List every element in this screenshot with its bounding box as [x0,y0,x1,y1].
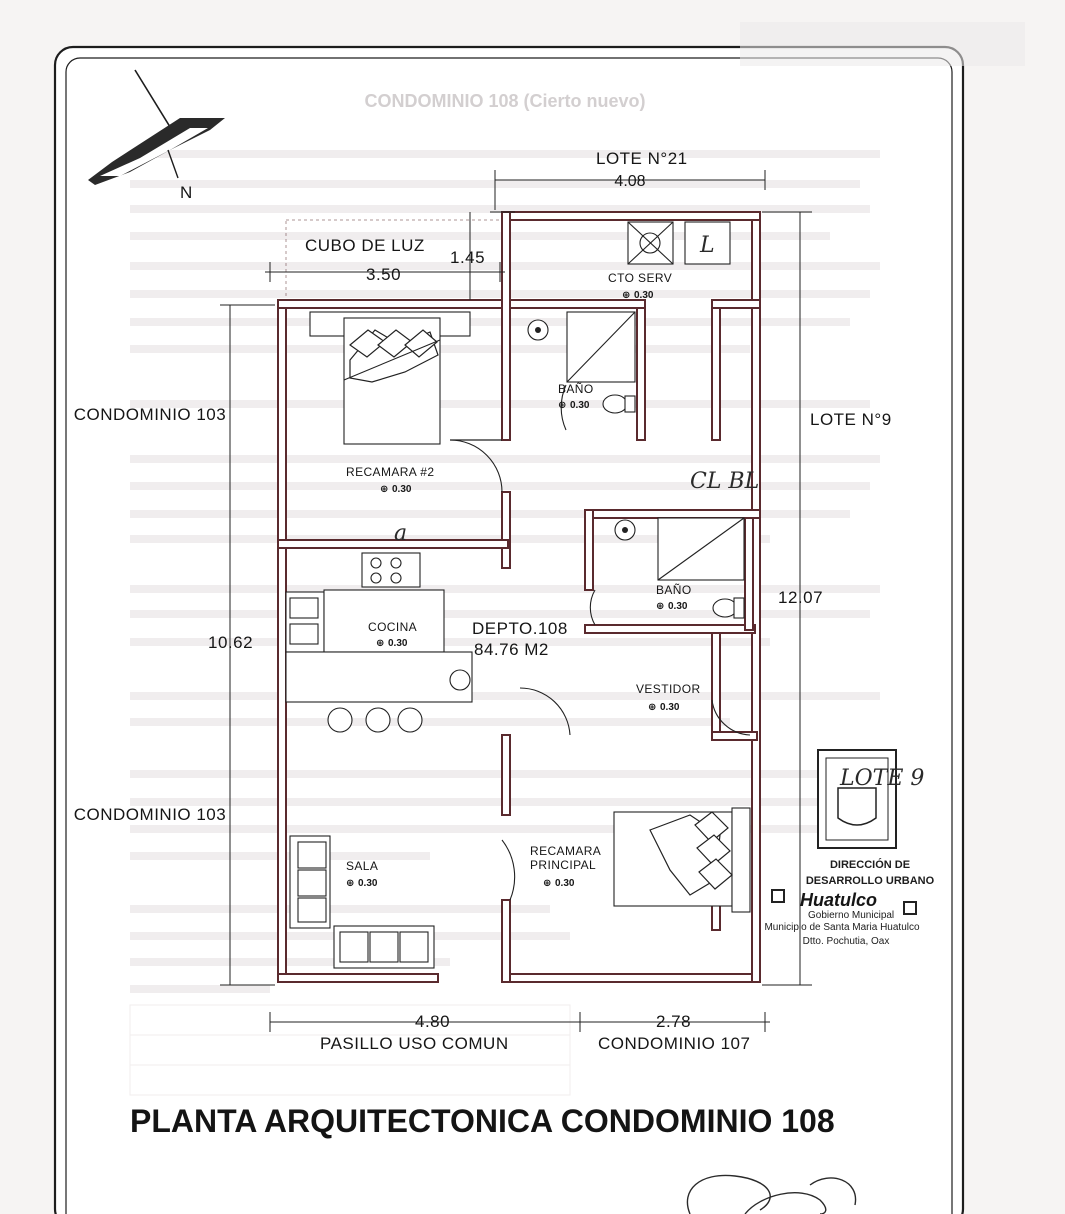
svg-text:0.30: 0.30 [668,601,688,612]
svg-text:⊕: ⊕ [543,878,551,889]
bath-2-fixtures [589,517,745,626]
bedroom-2-door-swing [449,439,503,493]
signature [686,1174,857,1214]
svg-text:Huatulco: Huatulco [800,890,877,910]
svg-text:⊕: ⊕ [376,638,384,649]
dimension-lines [220,170,812,1032]
room-bano-2: BAÑO ⊕ 0.30 [656,583,692,612]
svg-text:Municipio de Santa Maria Huatu: Municipio de Santa Maria Huatulco [764,922,920,933]
condominio-103-upper: CONDOMINIO 103 [74,405,226,424]
faded-heading: CONDOMINIO 108 (Cierto nuevo) [364,91,645,111]
svg-text:COCINA: COCINA [368,620,417,634]
living-furniture [289,835,435,969]
svg-text:Dtto. Pochutia, Oax: Dtto. Pochutia, Oax [803,936,890,947]
master-door-swing [501,839,516,901]
bedroom-2-bed [309,311,471,445]
unit-name: DEPTO.108 [472,619,568,638]
dim-top: 4.08 [614,173,645,190]
room-recamara-principal: RECAMARA PRINCIPAL ⊕ 0.30 [530,844,601,889]
svg-text:CONDOMINIO 103: CONDOMINIO 103 [74,805,226,824]
dim-bottom-left: 4.80 [415,1012,450,1031]
north-label: N [180,183,192,202]
condominio-103-lower: CONDOMINIO 103 [74,805,226,824]
lote-21-label: LOTE N°21 [596,149,688,168]
lavadero-mark: L [699,233,715,258]
svg-text:0.30: 0.30 [660,702,680,713]
dim-light-well-depth: 1.45 [450,248,485,267]
handwritten-closet: CL BL [690,469,759,494]
pasillo-label: PASILLO USO COMUN [320,1034,509,1053]
svg-text:SALA: SALA [346,859,378,873]
svg-text:0.30: 0.30 [570,400,590,411]
cubo-de-luz-label: CUBO DE LUZ [305,236,425,255]
svg-text:⊕: ⊕ [346,878,354,889]
dim-light-well-width: 3.50 [366,265,401,284]
room-vestidor: VESTIDOR ⊕ 0.30 [636,682,701,713]
room-bano-1: BAÑO ⊕ 0.30 [558,382,594,411]
svg-text:BAÑO: BAÑO [656,583,692,597]
dim-left-height: 10.62 [208,633,253,652]
north-arrow: N [88,69,225,202]
drawing-title: PLANTA ARQUITECTONICA CONDOMINIO 108 [130,1103,835,1139]
svg-text:0.30: 0.30 [388,638,408,649]
svg-text:⊕: ⊕ [622,290,630,301]
bath-2-door-swing [711,699,751,736]
svg-text:PRINCIPAL: PRINCIPAL [530,858,596,872]
vestidor-door-swing [519,687,571,736]
handwritten-note: a [394,521,407,546]
room-cocina: COCINA ⊕ 0.30 [368,620,417,649]
svg-text:⊕: ⊕ [380,484,388,495]
svg-text:DIRECCIÓN DE: DIRECCIÓN DE [830,858,910,871]
light-well-outline [285,219,503,301]
svg-text:BAÑO: BAÑO [558,382,594,396]
room-sala: SALA ⊕ 0.30 [346,859,378,889]
dim-right-height: 12.07 [778,588,823,607]
svg-text:RECAMARA: RECAMARA [530,844,601,858]
kitchen-fixtures [285,552,473,733]
room-cto-serv: CTO SERV ⊕ 0.30 [608,271,672,301]
svg-text:VESTIDOR: VESTIDOR [636,682,701,696]
master-bed [613,807,751,913]
svg-text:0.30: 0.30 [392,484,412,495]
svg-text:⊕: ⊕ [558,400,566,411]
svg-text:Gobierno Municipal: Gobierno Municipal [808,910,894,921]
room-recamara-2: RECAMARA #2 ⊕ 0.30 [346,465,434,495]
svg-text:DESARROLLO URBANO: DESARROLLO URBANO [806,875,935,887]
svg-text:0.30: 0.30 [358,878,378,889]
laundry-fixtures: L [627,221,731,265]
svg-text:CTO SERV: CTO SERV [608,271,672,285]
lote-9-label: LOTE N°9 [810,410,892,429]
unit-area: 84.76 M2 [474,640,549,659]
svg-text:⊕: ⊕ [648,702,656,713]
municipal-stamp: LOTE 9 DIRECCIÓN DE DESARROLLO URBANO Hu… [764,749,935,947]
svg-text:⊕: ⊕ [656,601,664,612]
bath-1-fixtures [527,311,636,431]
svg-text:LOTE 9: LOTE 9 [839,766,924,791]
condominio-107-label: CONDOMINIO 107 [598,1034,750,1053]
svg-text:0.30: 0.30 [555,878,575,889]
dim-bottom-right: 2.78 [656,1012,691,1031]
svg-text:CONDOMINIO 103: CONDOMINIO 103 [74,405,226,424]
svg-text:RECAMARA #2: RECAMARA #2 [346,465,434,479]
svg-text:0.30: 0.30 [634,290,654,301]
